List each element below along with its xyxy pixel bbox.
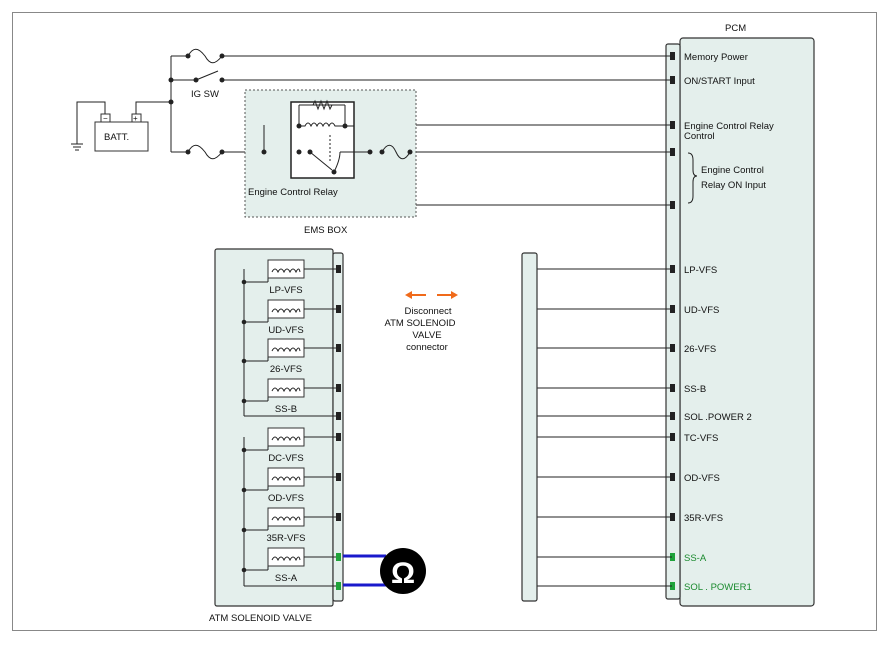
pcm-pin-label: Memory Power [684, 52, 748, 63]
atm-solenoid-valve-label: ATM SOLENOID VALVE [209, 613, 312, 624]
ohm-symbol: Ω [391, 557, 415, 590]
pcm-pin-label: TC-VFS [684, 433, 718, 444]
pcm-pin [670, 513, 675, 521]
pcm-pin [670, 201, 675, 209]
solenoid-label: SS-B [275, 404, 297, 415]
relay-on-input-label-1: Engine Control [701, 165, 764, 176]
ohmmeter-icon: Ω [380, 548, 426, 594]
solenoid-coil: DC-VFS [241, 427, 338, 464]
pcm-connector [665, 43, 681, 600]
pcm-pin-label: SOL . POWER1 [684, 582, 752, 593]
pcm-pin-label-2: Control [684, 131, 715, 142]
battery-label: BATT. [104, 132, 129, 143]
svg-text:+: + [133, 114, 138, 123]
diagram-frame [12, 12, 877, 631]
pcm-pin [670, 433, 675, 441]
disconnect-note-4: connector [406, 342, 448, 353]
pcm-pin-label: SS-B [684, 384, 706, 395]
atm-valve-pin [336, 412, 341, 420]
pcm-pin [670, 76, 675, 84]
pcm-pin [670, 344, 675, 352]
solenoid-coil: LP-VFS [241, 259, 338, 296]
solenoid-coil: 35R-VFS [241, 507, 338, 544]
pcm-pin [670, 582, 675, 590]
atm-valve-pin [336, 513, 341, 521]
solenoid-label: SS-A [275, 573, 298, 584]
solenoid-coil: UD-VFS [241, 299, 338, 336]
ig-sw-label: IG SW [191, 89, 219, 100]
harness-connector [521, 252, 538, 602]
battery [94, 121, 149, 152]
svg-text:−: − [103, 114, 108, 123]
disconnect-note-2: ATM SOLENOID [384, 318, 455, 329]
atm-valve-pin [336, 582, 341, 590]
pcm-pin [670, 553, 675, 561]
solenoid-coil: 26-VFS [241, 338, 338, 375]
solenoid-label: 35R-VFS [266, 533, 305, 544]
pcm-pin [670, 148, 675, 156]
pcm-pin-label: Engine Control Relay [684, 121, 774, 132]
solenoid-coil: OD-VFS [241, 467, 338, 504]
disconnect-arrows-icon [405, 291, 458, 299]
atm-valve-pin [336, 384, 341, 392]
pcm-pin-label: LP-VFS [684, 265, 717, 276]
atm-valve-pin [336, 344, 341, 352]
atm-valve-pin [336, 553, 341, 561]
disconnect-note-1: Disconnect [405, 306, 452, 317]
pcm-pin [670, 305, 675, 313]
pcm-pin-label: 26-VFS [684, 344, 716, 355]
pcm-pin-label: 35R-VFS [684, 513, 723, 524]
atm-valve-pin [336, 433, 341, 441]
pcm-pin [670, 265, 675, 273]
solenoid-label: UD-VFS [268, 325, 303, 336]
solenoid-label: DC-VFS [268, 453, 303, 464]
solenoid-label: 26-VFS [270, 364, 302, 375]
pcm-pin-label: OD-VFS [684, 473, 720, 484]
solenoid-label: LP-VFS [269, 285, 302, 296]
pcm-pin-label: ON/START Input [684, 76, 755, 87]
pcm-pin [670, 384, 675, 392]
pcm-pin [670, 121, 675, 129]
pcm-pin-label: SOL .POWER 2 [684, 412, 752, 423]
solenoid-list: LP-VFS UD-VFS 26-VFS SS-B DC-VFS OD-VFS 35R-VF… [241, 259, 341, 590]
relay-label: Engine Control Relay [248, 187, 338, 198]
relay-on-input-label-2: Relay ON Input [701, 180, 766, 191]
pcm-pin [670, 52, 675, 60]
ig-switch [195, 70, 219, 81]
solenoid-label: OD-VFS [268, 493, 304, 504]
pcm-pin-label: UD-VFS [684, 305, 719, 316]
solenoid-coil: SS-A [241, 547, 338, 584]
relay-on-brace [687, 152, 698, 204]
atm-valve-pin [336, 305, 341, 313]
atm-valve-pin [336, 473, 341, 481]
disconnect-note-3: VALVE [412, 330, 441, 341]
solenoid-coil: SS-B [241, 378, 338, 415]
engine-control-relay [290, 101, 355, 179]
atm-valve-pin [336, 265, 341, 273]
pcm-pin-label: SS-A [684, 553, 707, 564]
ems-box-label: EMS BOX [304, 225, 348, 236]
pcm-pin [670, 473, 675, 481]
pcm-title: PCM [725, 23, 746, 34]
pcm-pin [670, 412, 675, 420]
